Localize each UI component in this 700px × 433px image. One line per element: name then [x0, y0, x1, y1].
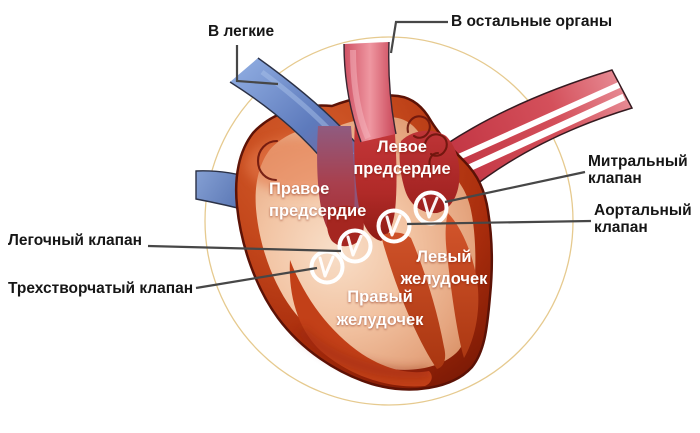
- aorta: [343, 41, 397, 143]
- label-left-ventricle: Левый желудочек: [398, 246, 490, 290]
- label-right-ventricle-line1: Правый: [347, 288, 413, 306]
- label-right-ventricle: Правый желудочек: [330, 286, 430, 332]
- label-left-atrium-line2: предсердие: [353, 160, 451, 178]
- label-left-ventricle-line2: желудочек: [400, 270, 488, 288]
- label-left-atrium: Левое предсердие: [344, 136, 460, 180]
- auricle-squiggles: [256, 115, 448, 182]
- leader-line-aortic: [406, 219, 592, 226]
- label-right-ventricle-line2: желудочек: [336, 311, 424, 329]
- valve-marker-aortic: [376, 208, 412, 244]
- label-left-atrium-line1: Левое: [377, 138, 427, 156]
- label-aortic-valve: Аортальный клапан: [594, 202, 692, 236]
- label-right-atrium-line2: предсердие: [269, 202, 367, 220]
- label-mitral-valve-line1: Митральный: [588, 153, 688, 170]
- label-mitral-valve: Митральный клапан: [588, 153, 688, 187]
- valve-marker-pulmonary: [337, 228, 373, 264]
- ventricle-walls: [289, 213, 479, 387]
- label-tricuspid-valve: Трехстворчатый клапан: [8, 280, 194, 297]
- label-aortic-valve-line1: Аортальный: [594, 202, 692, 219]
- label-right-atrium-line1: Правое: [269, 180, 330, 198]
- label-to-lungs: В легкие: [208, 23, 275, 40]
- label-to-other-organs: В остальные органы: [451, 13, 613, 30]
- label-mitral-valve-line2: клапан: [588, 169, 642, 187]
- label-aortic-valve-line2: клапан: [594, 218, 648, 236]
- label-pulmonary-valve: Легочный клапан: [8, 232, 143, 249]
- leader-line-tricuspid: [195, 266, 318, 290]
- body-arteries: [444, 69, 634, 193]
- leader-line-pulmonary: [147, 244, 342, 253]
- label-right-atrium: Правое предсердие: [269, 178, 379, 222]
- leader-line-to-organs: [389, 20, 448, 54]
- leader-lines: [147, 20, 592, 290]
- label-left-ventricle-line1: Левый: [416, 248, 472, 266]
- leader-line-to-lungs: [235, 45, 279, 86]
- leader-line-mitral: [444, 170, 586, 204]
